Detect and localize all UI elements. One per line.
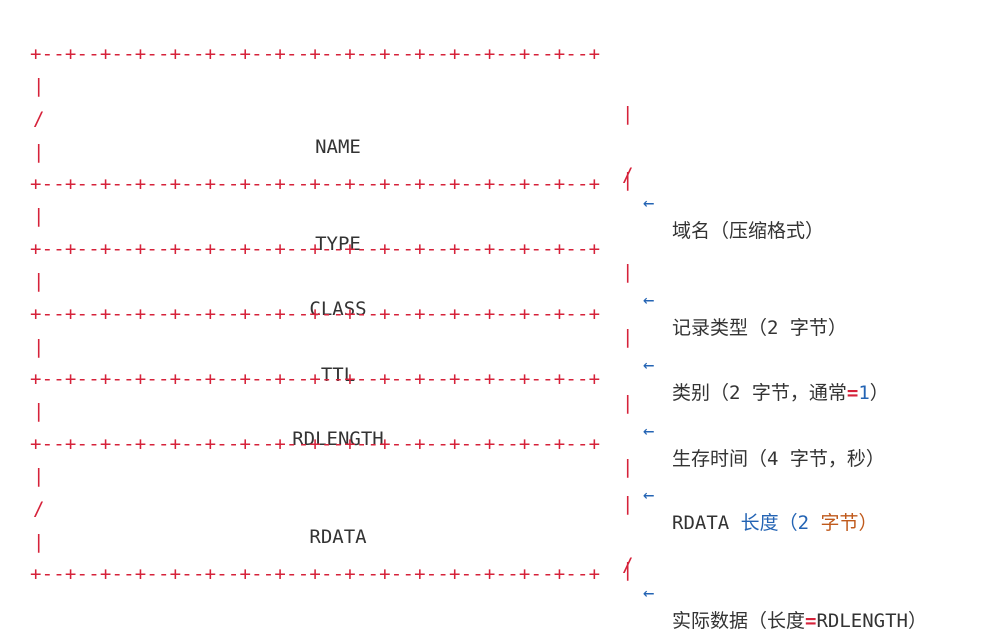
name-row-1: | |	[0, 44, 633, 125]
arrow-class: ←	[643, 354, 655, 376]
note-rdlength: RDATA 长度（2 字节）	[672, 509, 878, 537]
pipe-right: |	[622, 261, 634, 283]
rdlength-row: | RDLENGTH | ← RDATA 长度（2 字节）	[0, 369, 878, 534]
note-ttl: 生存时间（4 字节，秒）	[672, 448, 885, 470]
pipe-right: |	[622, 103, 634, 125]
note-rdata-prefix: 实际数据（长度	[672, 610, 806, 632]
border-after-name: +--+--+--+--+--+--+--+--+--+--+--+--+--+…	[0, 142, 600, 195]
field-rdlength: RDLENGTH	[292, 428, 384, 450]
pipe-left: |	[33, 141, 45, 163]
border-bottom: +--+--+--+--+--+--+--+--+--+--+--+--+--+…	[0, 532, 600, 585]
border-top: +--+--+--+--+--+--+--+--+--+--+--+--+--+…	[0, 12, 600, 65]
border-line: +--+--+--+--+--+--+--+--+--+--+--+--+--+…	[30, 303, 601, 325]
slash-right: /	[622, 164, 634, 186]
field-rdata: RDATA	[309, 526, 367, 548]
rdata-row-3: | |	[0, 500, 633, 581]
pipe-right: |	[622, 456, 634, 478]
pipe-left: |	[33, 75, 45, 97]
arrow-type: ←	[643, 289, 655, 311]
note-class-eq: =	[846, 382, 859, 404]
slash-left: /	[33, 108, 45, 130]
border-line: +--+--+--+--+--+--+--+--+--+--+--+--+--+…	[30, 238, 601, 260]
border-line: +--+--+--+--+--+--+--+--+--+--+--+--+--+…	[30, 368, 601, 390]
arrow-rdlength: ←	[643, 484, 655, 506]
border-line: +--+--+--+--+--+--+--+--+--+--+--+--+--+…	[30, 563, 601, 585]
arrow-ttl: ←	[643, 420, 655, 442]
note-rdata-suffix: RDLENGTH）	[816, 610, 927, 632]
pipe-left: |	[33, 336, 45, 358]
pipe-left: |	[33, 205, 45, 227]
pipe-right: |	[622, 392, 634, 414]
pipe-left: |	[33, 270, 45, 292]
slash-left: /	[33, 498, 45, 520]
note-class-prefix: 类别（2 字节，通常	[672, 382, 847, 404]
border-after-ttl: +--+--+--+--+--+--+--+--+--+--+--+--+--+…	[0, 337, 600, 390]
border-after-type: +--+--+--+--+--+--+--+--+--+--+--+--+--+…	[0, 207, 600, 260]
field-ttl: TTL	[320, 364, 356, 386]
border-line: +--+--+--+--+--+--+--+--+--+--+--+--+--+…	[30, 173, 601, 195]
note-rdlength-b: 长度（	[740, 512, 798, 534]
field-name: NAME	[315, 136, 361, 158]
pipe-right: |	[622, 326, 634, 348]
slash-right: /	[622, 554, 634, 576]
arrow-name: ←	[643, 192, 655, 214]
note-class-value: 1	[858, 382, 870, 404]
rdata-row-2: / RDATA / ← 实际数据（长度=RDLENGTH）	[0, 467, 927, 632]
note-rdlength-c: 2	[797, 512, 810, 534]
border-line: +--+--+--+--+--+--+--+--+--+--+--+--+--+…	[30, 433, 601, 455]
pipe-left: |	[33, 465, 45, 487]
border-after-rdlength: +--+--+--+--+--+--+--+--+--+--+--+--+--+…	[0, 402, 600, 455]
note-class: 类别（2 字节，通常=1）	[672, 379, 889, 407]
border-after-class: +--+--+--+--+--+--+--+--+--+--+--+--+--+…	[0, 272, 600, 325]
pipe-left: |	[33, 531, 45, 553]
type-row: | TYPE | ← 记录类型（2 字节）	[0, 174, 847, 339]
arrow-rdata: ←	[643, 582, 655, 604]
rdata-row-1: | |	[0, 434, 633, 515]
ttl-row: | TTL | ← 生存时间（4 字节，秒）	[0, 305, 885, 470]
note-rdata-eq: =	[805, 610, 817, 632]
name-row-2: / NAME / ← 域名（压缩格式）	[0, 77, 824, 242]
pipe-right: |	[622, 169, 634, 191]
class-row: | CLASS | ← 类别（2 字节，通常=1）	[0, 239, 889, 404]
pipe-left: |	[33, 400, 45, 422]
note-rdlength-a: RDATA	[672, 512, 741, 534]
border-line: +--+--+--+--+--+--+--+--+--+--+--+--+--+…	[30, 43, 601, 65]
pipe-right: |	[622, 559, 634, 581]
note-rdata: 实际数据（长度=RDLENGTH）	[672, 607, 927, 635]
note-name: 域名（压缩格式）	[672, 220, 825, 242]
field-type: TYPE	[315, 233, 361, 255]
name-row-3: | |	[0, 110, 633, 191]
note-rdlength-d: 字节）	[809, 512, 878, 534]
note-class-suffix: ）	[869, 382, 889, 404]
note-type: 记录类型（2 字节）	[672, 317, 847, 339]
pipe-right: |	[622, 493, 634, 515]
field-class: CLASS	[309, 298, 367, 320]
